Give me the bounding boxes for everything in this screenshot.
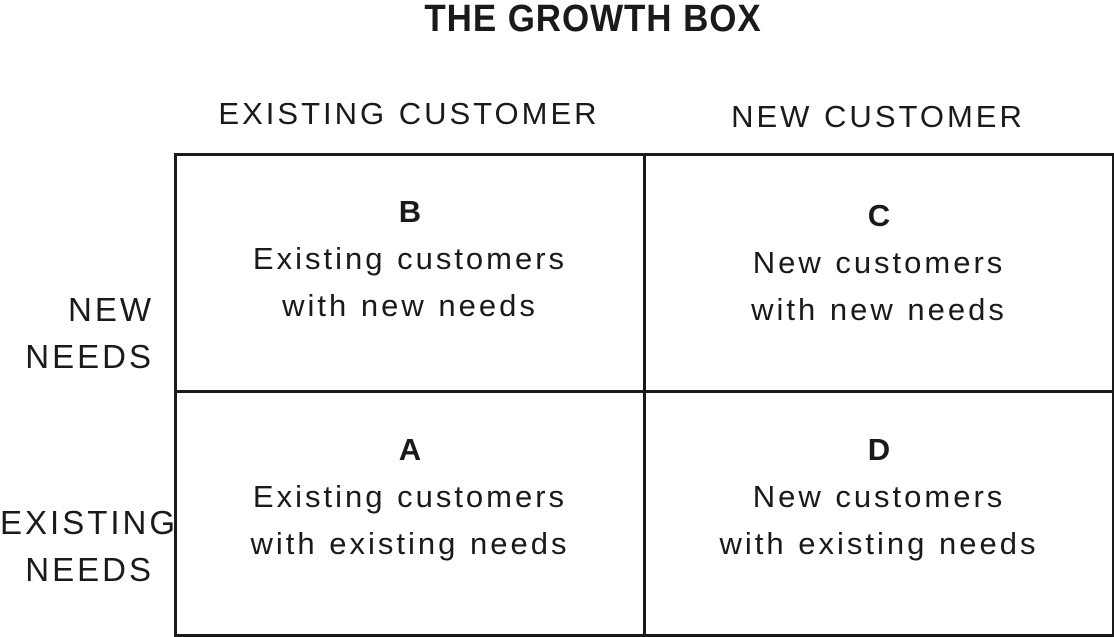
growth-box-grid: B Existing customers with new needs C Ne… — [174, 153, 1114, 637]
row-header-existing-needs: EXISTING NEEDS — [0, 499, 179, 593]
quadrant-text-line: Existing customers — [252, 479, 568, 514]
quadrant-letter: C — [867, 198, 891, 233]
quadrant-letter: B — [398, 194, 422, 229]
row-header-line: NEW — [68, 291, 154, 328]
quadrant-a: A Existing customers with existing needs — [177, 426, 643, 567]
quadrant-letter: A — [398, 432, 422, 467]
quadrant-d: D New customers with existing needs — [646, 426, 1112, 567]
quadrant-text-line: with existing needs — [250, 526, 570, 561]
row-header-line: NEEDS — [25, 338, 154, 375]
quadrant-text-line: New customers — [752, 245, 1006, 280]
row-header-new-needs: NEW NEEDS — [0, 286, 154, 380]
quadrant-letter: D — [867, 432, 891, 467]
quadrant-c: C New customers with new needs — [646, 192, 1112, 333]
quadrant-text-line: with new needs — [282, 288, 538, 323]
row-header-line: EXISTING — [0, 504, 179, 541]
diagram-title: THE GROWTH BOX — [424, 0, 762, 40]
quadrant-text-line: Existing customers — [252, 241, 568, 276]
quadrant-text-line: with existing needs — [719, 526, 1039, 561]
column-header-new-customer: NEW CUSTOMER — [731, 99, 1025, 134]
grid-horizontal-divider — [177, 390, 1112, 393]
grid-vertical-divider — [643, 156, 646, 634]
row-header-line: NEEDS — [25, 551, 154, 588]
column-header-existing-customer: EXISTING CUSTOMER — [218, 96, 600, 131]
quadrant-b: B Existing customers with new needs — [177, 188, 643, 329]
quadrant-text-line: New customers — [752, 479, 1006, 514]
quadrant-text-line: with new needs — [751, 292, 1007, 327]
